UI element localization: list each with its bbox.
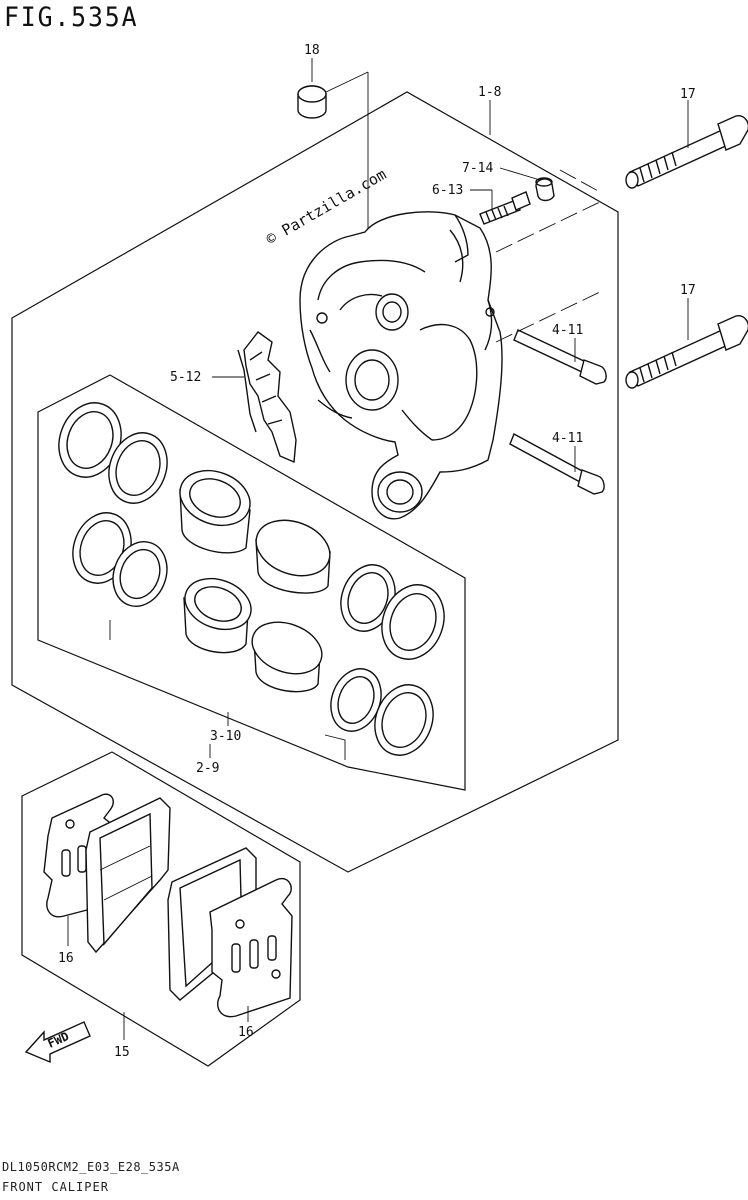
bleeder-screw-6-13 xyxy=(479,191,531,225)
caliper-body xyxy=(299,211,503,520)
callout-6-13: 6-13 xyxy=(432,183,463,198)
seal-ring-lower-right-a xyxy=(330,668,382,732)
fwd-arrow-icon: FWD xyxy=(24,1021,91,1064)
model-code: DL1050RCM2_E03_E28_535A xyxy=(2,1160,180,1174)
pad-spring-5-12 xyxy=(237,331,297,464)
callout-18: 18 xyxy=(304,43,320,58)
callout-4-11-lower: 4-11 xyxy=(552,431,583,446)
callout-7-14: 7-14 xyxy=(462,161,493,176)
bleeder-cap-7-14 xyxy=(535,177,555,202)
callout-17-upper: 17 xyxy=(680,87,696,102)
seal-ring-upper-right-b xyxy=(381,584,445,660)
pad-pin-4-11-upper xyxy=(513,329,607,385)
callout-17-lower: 17 xyxy=(680,283,696,298)
callout-2-9: 2-9 xyxy=(196,761,219,776)
seal-ring-lower-right-b xyxy=(374,684,434,756)
piston-lower-right xyxy=(251,621,323,693)
mounting-bolt-17-lower xyxy=(625,315,748,389)
seal-kit-outline xyxy=(37,374,466,791)
piston-upper-left xyxy=(179,469,251,554)
callout-1-8: 1-8 xyxy=(478,85,501,100)
seal-ring-lower-left-b xyxy=(112,541,168,607)
callout-15: 15 xyxy=(114,1045,130,1060)
pad-shim-right-16 xyxy=(209,877,293,1018)
callout-16-right: 16 xyxy=(238,1025,254,1040)
figure-title: FIG.535A xyxy=(4,2,139,33)
callout-4-11-upper: 4-11 xyxy=(552,323,583,338)
piston-lower-left xyxy=(183,577,252,654)
figure-name: FRONT CALIPER xyxy=(2,1180,109,1194)
callout-3-10: 3-10 xyxy=(210,729,241,744)
piston-upper-right xyxy=(255,519,331,594)
mounting-bolt-17-upper xyxy=(625,115,748,189)
callout-16-left: 16 xyxy=(58,951,74,966)
callout-5-12: 5-12 xyxy=(170,370,201,385)
caliper-assembly-outline xyxy=(11,91,619,873)
pad-set-outline xyxy=(21,751,301,1067)
seal-ring-upper-left-b xyxy=(108,432,168,504)
pad-pin-4-11-lower xyxy=(509,433,605,495)
brake-pad-left xyxy=(85,797,171,954)
seal-ring-upper-right-a xyxy=(340,564,396,632)
